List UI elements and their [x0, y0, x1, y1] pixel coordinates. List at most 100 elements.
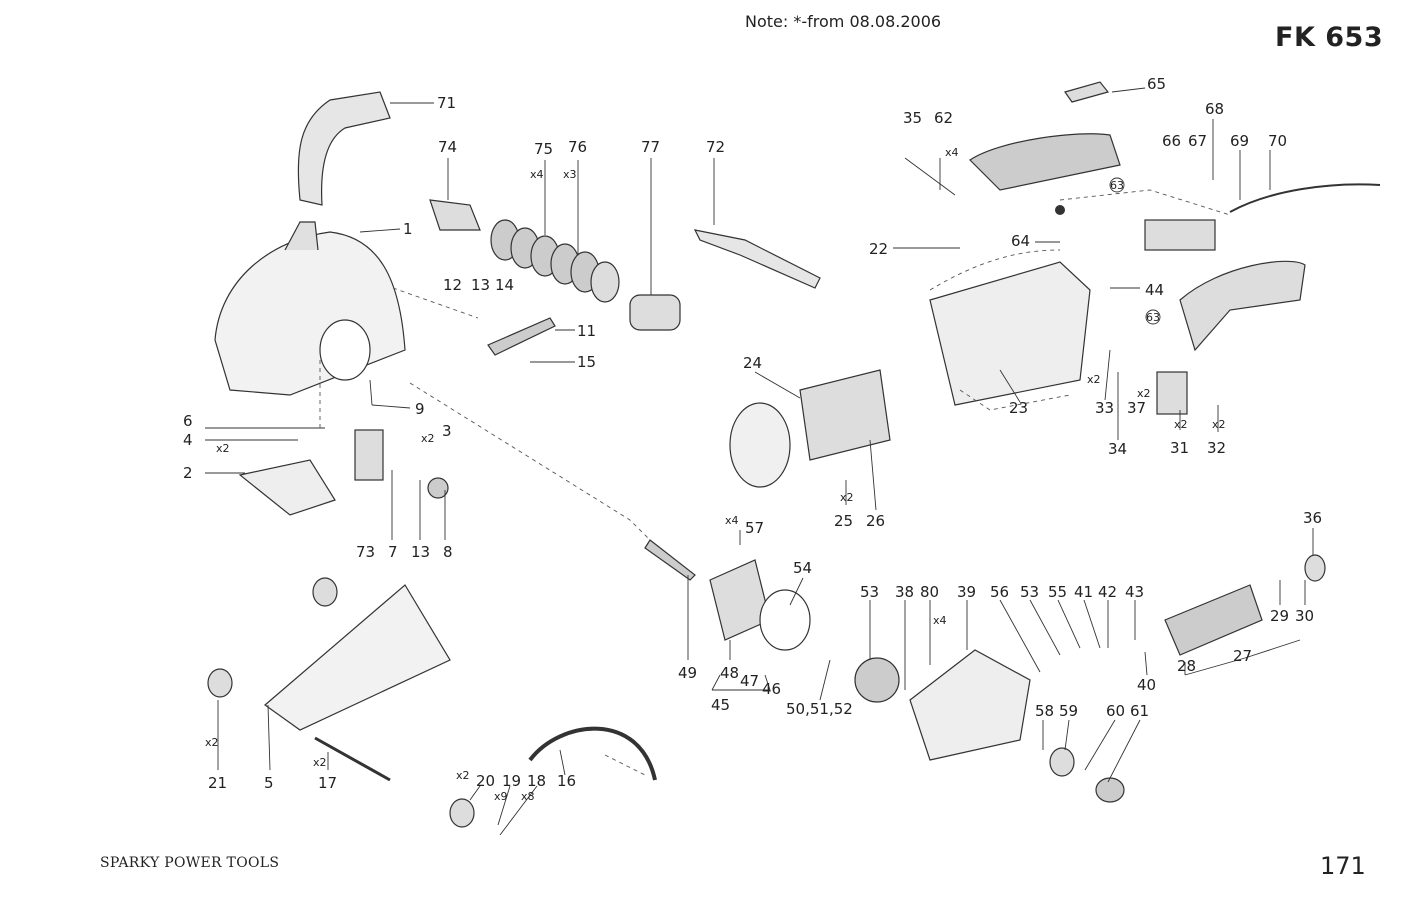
callout: 45 — [711, 696, 730, 714]
callout: 8 — [443, 543, 453, 561]
callout: 42 — [1098, 583, 1117, 601]
callout: 20 — [476, 772, 495, 790]
callout: 53 — [1020, 583, 1039, 601]
callout: 60 — [1106, 702, 1125, 720]
part-wrench — [693, 229, 821, 289]
callout: 75 — [534, 140, 553, 158]
callout: 33 — [1095, 399, 1114, 417]
multiplier: x2 — [1137, 387, 1151, 400]
callout: 31 — [1170, 439, 1189, 457]
part-cord — [1229, 183, 1381, 213]
callout: 73 — [356, 543, 375, 561]
callout: 24 — [743, 354, 762, 372]
callout: 18 — [527, 772, 546, 790]
part-24 — [729, 402, 791, 488]
callout: 70 — [1268, 132, 1287, 150]
part-guard — [214, 231, 406, 396]
callout: 67 — [1188, 132, 1207, 150]
part-61 — [1095, 777, 1125, 803]
connector-mark: 63 — [1145, 309, 1161, 325]
part-49 — [644, 539, 696, 581]
part-box — [238, 459, 336, 516]
part-motor-housing — [929, 261, 1091, 406]
callout: 1 — [403, 220, 413, 238]
multiplier: x4 — [725, 514, 739, 527]
callout: 38 — [895, 583, 914, 601]
callout: 7 — [388, 543, 398, 561]
part-base — [264, 584, 451, 731]
callout: 19 — [502, 772, 521, 790]
part-roller-top — [312, 577, 338, 607]
multiplier: x3 — [563, 168, 577, 181]
svg-text:63: 63 — [1146, 311, 1160, 324]
callout: 64 — [1011, 232, 1030, 250]
callout: 27 — [1233, 647, 1252, 665]
callout: 49 — [678, 664, 697, 682]
multiplier: x2 — [313, 756, 327, 769]
part-66 — [1144, 219, 1216, 251]
callout: 9 — [415, 400, 425, 418]
multiplier: x9 — [494, 790, 508, 803]
part-36 — [1304, 554, 1326, 582]
multiplier: x8 — [521, 790, 535, 803]
callout: 50,51,52 — [786, 700, 853, 718]
callout: 62 — [934, 109, 953, 127]
callout: 36 — [1303, 509, 1322, 527]
callout: 34 — [1108, 440, 1127, 458]
callout: 58 — [1035, 702, 1054, 720]
callout: 41 — [1074, 583, 1093, 601]
callout: 30 — [1295, 607, 1314, 625]
multipliers: x4 x3 x2 x2 x4 x2 x2 x2 x2 x2 x4 x4 x2 x… — [205, 146, 1226, 803]
multiplier: x4 — [933, 614, 947, 627]
callout: 40 — [1137, 676, 1156, 694]
callout: 28 — [1177, 657, 1196, 675]
callout: 15 — [577, 353, 596, 371]
callout: 17 — [318, 774, 337, 792]
callout: 13 — [411, 543, 430, 561]
callout: 47 — [740, 672, 759, 690]
callout: 68 — [1205, 100, 1224, 118]
part-59 — [1049, 747, 1075, 777]
callout: 72 — [706, 138, 725, 156]
callout: 56 — [990, 583, 1009, 601]
callout: 21 — [208, 774, 227, 792]
callout: 69 — [1230, 132, 1249, 150]
part-arc — [528, 726, 657, 781]
callout: 65 — [1147, 75, 1166, 93]
callout: 80 — [920, 583, 939, 601]
callout: 53 — [860, 583, 879, 601]
part-stator — [799, 369, 891, 461]
part-65 — [1064, 81, 1110, 103]
callout: 11 — [577, 322, 596, 340]
callout: 55 — [1048, 583, 1067, 601]
connector-mark: 63 — [1055, 205, 1065, 215]
callout: 76 — [568, 138, 587, 156]
part-21 — [207, 668, 233, 698]
callout: 6 — [183, 412, 193, 430]
callout: 29 — [1270, 607, 1289, 625]
callout: 44 — [1145, 281, 1164, 299]
callout: 71 — [437, 94, 456, 112]
connector-marks: 63 63 63 — [1055, 177, 1161, 325]
model-title: FK 653 — [1275, 22, 1384, 53]
multiplier: x2 — [1212, 418, 1226, 431]
callout: 61 — [1130, 702, 1149, 720]
part-knob — [427, 477, 449, 499]
callout: 4 — [183, 431, 193, 449]
multiplier: x2 — [421, 432, 435, 445]
callout: 57 — [745, 519, 764, 537]
part-31 — [1156, 371, 1188, 415]
multiplier: x4 — [945, 146, 959, 159]
callout: 5 — [264, 774, 274, 792]
multiplier: x2 — [456, 769, 470, 782]
svg-text:63: 63 — [1110, 179, 1124, 192]
multiplier: x2 — [1087, 373, 1101, 386]
multiplier: x2 — [205, 736, 219, 749]
callout: 77 — [641, 138, 660, 156]
callout: 35 — [903, 109, 922, 127]
callout: 14 — [495, 276, 514, 294]
part-block — [354, 429, 384, 481]
callout: 54 — [793, 559, 812, 577]
part-gear — [854, 657, 900, 703]
